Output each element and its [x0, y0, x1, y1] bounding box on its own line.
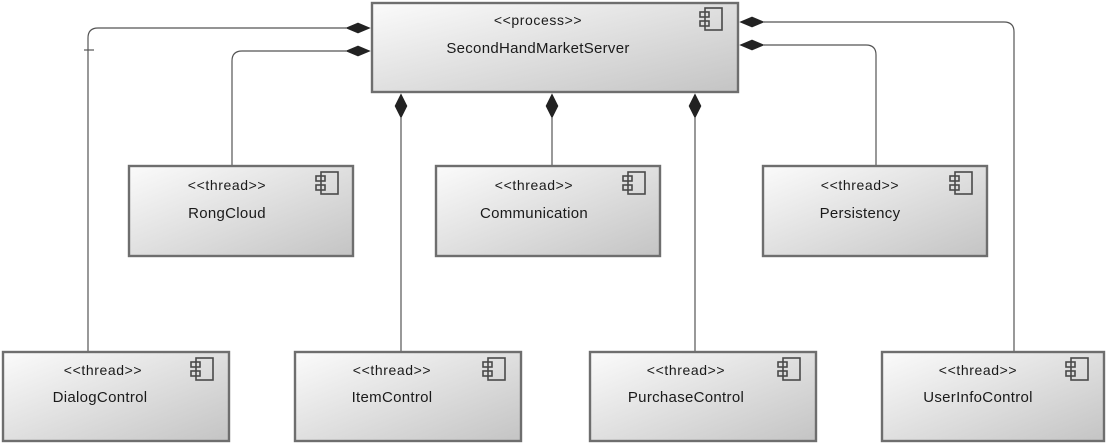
stereotype-label: <<thread>>	[821, 177, 899, 193]
composition-diamond	[688, 93, 702, 119]
composition-diamond	[545, 93, 559, 119]
composition-diamond	[739, 39, 765, 51]
component-box-communication[interactable]: <<thread>> Communication	[434, 164, 662, 258]
stereotype-label: <<thread>>	[64, 362, 142, 378]
composition-diamond	[345, 45, 371, 57]
stereotype-label: <<thread>>	[495, 177, 573, 193]
component-name: Persistency	[820, 205, 901, 222]
component-name: ItemControl	[352, 389, 433, 406]
component-name: SecondHandMarketServer	[446, 40, 629, 57]
connector-rongcloud[interactable]	[231, 50, 346, 166]
component-box-root[interactable]: <<process>> SecondHandMarketServer	[370, 1, 740, 94]
component-name: DialogControl	[53, 389, 148, 406]
connectors	[84, 21, 1015, 352]
component-icon	[482, 357, 506, 381]
component-box-purchasecontrol[interactable]: <<thread>> PurchaseControl	[588, 350, 818, 443]
connector-persistency[interactable]	[764, 44, 877, 166]
component-box-userinfocontrol[interactable]: <<thread>> UserInfoControl	[880, 350, 1106, 443]
stereotype-label: <<thread>>	[188, 177, 266, 193]
box-body	[1, 350, 231, 443]
composition-diamond	[394, 93, 408, 119]
component-icon	[949, 171, 973, 195]
stereotype-label: <<thread>>	[353, 362, 431, 378]
stereotype-label: <<thread>>	[647, 362, 725, 378]
composition-diamond	[345, 22, 371, 34]
component-box-rongcloud[interactable]: <<thread>> RongCloud	[127, 164, 355, 258]
box-body	[370, 1, 740, 94]
composition-diamonds	[345, 16, 765, 119]
component-name: RongCloud	[188, 205, 266, 222]
component-icon	[699, 7, 723, 31]
component-box-dialogcontrol[interactable]: <<thread>> DialogControl	[1, 350, 231, 443]
component-icon	[1065, 357, 1089, 381]
connector-dialogcontrol[interactable]	[87, 27, 346, 352]
component-name: Communication	[480, 205, 588, 222]
component-icon	[190, 357, 214, 381]
component-name: PurchaseControl	[628, 389, 744, 406]
connector-userinfocontrol[interactable]	[764, 21, 1015, 352]
component-name: UserInfoControl	[923, 389, 1033, 406]
component-box-itemcontrol[interactable]: <<thread>> ItemControl	[293, 350, 523, 443]
component-box-persistency[interactable]: <<thread>> Persistency	[761, 164, 989, 258]
component-icon	[777, 357, 801, 381]
stereotype-label: <<process>>	[494, 12, 582, 28]
component-icon	[315, 171, 339, 195]
composition-diamond	[739, 16, 765, 28]
box-body	[293, 350, 523, 443]
component-icon	[622, 171, 646, 195]
stereotype-label: <<thread>>	[939, 362, 1017, 378]
